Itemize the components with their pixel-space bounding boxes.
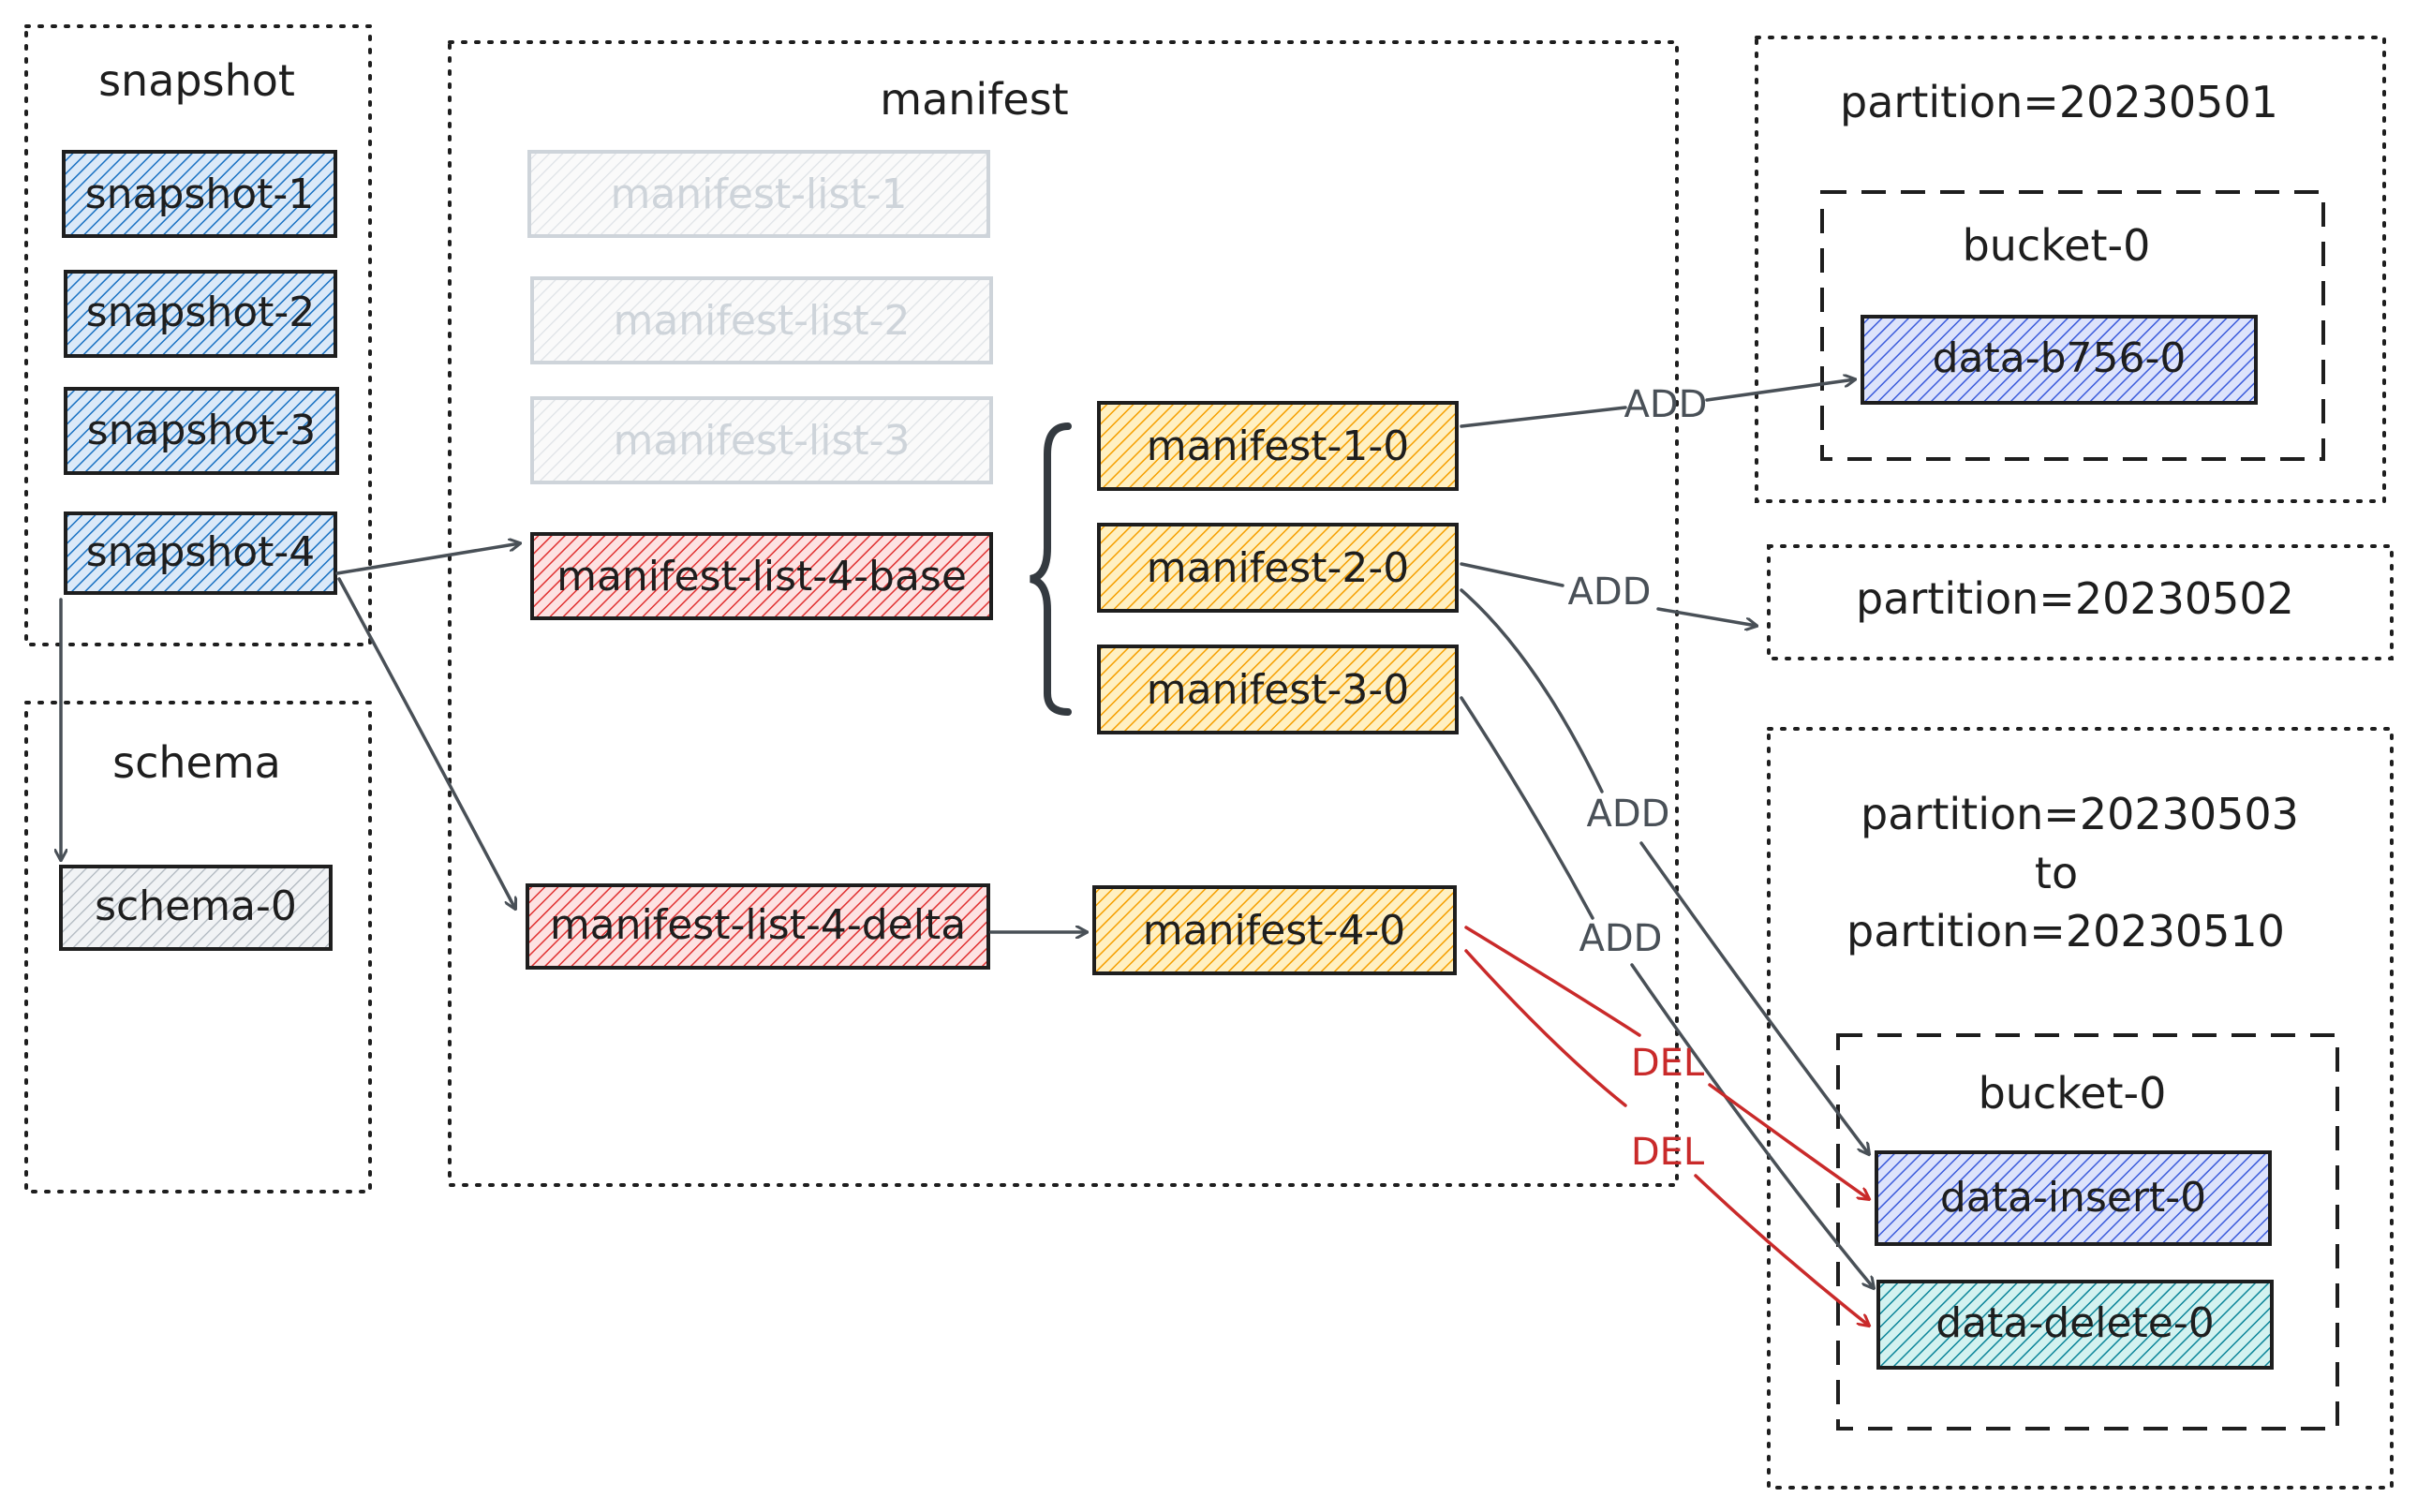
bucket-frames	[1820, 190, 2339, 1430]
partition-3-title-line1: partition=20230503	[1861, 789, 2299, 839]
manifest-group-title: manifest	[880, 74, 1068, 125]
manifest-group-brace	[1029, 422, 1072, 716]
node-snapshot-2[interactable]: snapshot-2	[64, 270, 337, 358]
partition-3-title-line3: partition=20230510	[1846, 906, 2285, 956]
edge-snapshot4-to-base	[335, 543, 520, 575]
node-manifest-list-2[interactable]: manifest-list-2	[530, 276, 993, 364]
edge-label-add-2: ADD	[1568, 571, 1652, 614]
node-manifest-list-3[interactable]: manifest-list-3	[530, 396, 993, 484]
node-schema-0-label: schema-0	[95, 882, 297, 930]
partition-1-group-frame	[1755, 36, 2386, 503]
node-snapshot-3[interactable]: snapshot-3	[64, 387, 339, 475]
node-data-b756-0[interactable]: data-b756-0	[1861, 315, 2258, 405]
node-manifest-list-1-label: manifest-list-1	[610, 170, 907, 218]
edge-manifest1-to-b756-part1	[1460, 406, 1627, 428]
edge-manifest3-to-delete-part2	[1630, 963, 1874, 1288]
partition-3-group-frame	[1767, 727, 2394, 1490]
node-data-insert-0-label: data-insert-0	[1940, 1174, 2206, 1222]
node-manifest-2-0[interactable]: manifest-2-0	[1097, 523, 1459, 613]
node-schema-0[interactable]: schema-0	[59, 865, 333, 951]
edge-manifest4-to-delete-part1	[1464, 949, 1627, 1107]
snapshot-group-title: snapshot	[98, 55, 295, 106]
node-snapshot-3-label: snapshot-3	[87, 407, 317, 454]
node-manifest-3-0[interactable]: manifest-3-0	[1097, 645, 1459, 734]
node-data-delete-0-label: data-delete-0	[1935, 1299, 2214, 1347]
edge-manifest4-to-insert-part1	[1464, 926, 1641, 1037]
node-snapshot-1-label: snapshot-1	[85, 170, 315, 218]
edge-label-add-3: ADD	[1587, 793, 1670, 836]
del-edges	[1464, 926, 1869, 1326]
partition-2-group-frame	[1767, 544, 2394, 660]
bucket-a-title: bucket-0	[1963, 220, 2151, 271]
bucket-a-frame	[1820, 190, 2325, 461]
edge-manifest4-to-delete-part2	[1694, 1174, 1869, 1326]
node-manifest-list-4-base[interactable]: manifest-list-4-base	[530, 532, 993, 620]
node-manifest-list-2-label: manifest-list-2	[613, 297, 910, 345]
group-titles: snapshot schema manifest partition=20230…	[98, 55, 2299, 1119]
snapshot-group-frame	[24, 24, 372, 646]
schema-group-title: schema	[112, 737, 281, 788]
bucket-b-title: bucket-0	[1979, 1068, 2167, 1119]
partition-2-title: partition=20230502	[1856, 573, 2294, 624]
node-snapshot-4[interactable]: snapshot-4	[64, 511, 337, 595]
node-data-delete-0[interactable]: data-delete-0	[1876, 1280, 2274, 1370]
edges	[61, 379, 1874, 1288]
edge-snapshot4-to-delta	[337, 577, 515, 909]
edge-label-add-4: ADD	[1579, 917, 1663, 960]
edge-manifest2-to-insert-part2	[1639, 841, 1869, 1154]
partition-3-title-line2: to	[2035, 848, 2078, 898]
node-snapshot-2-label: snapshot-2	[86, 289, 316, 336]
node-manifest-1-0-label: manifest-1-0	[1147, 422, 1409, 470]
schema-group-frame	[24, 701, 372, 1193]
edge-manifest1-to-b756-part2	[1705, 379, 1855, 402]
node-manifest-list-4-delta-label: manifest-list-4-delta	[550, 901, 966, 949]
partition-1-title: partition=20230501	[1840, 77, 2278, 127]
node-snapshot-4-label: snapshot-4	[86, 528, 316, 576]
edge-label-del-2: DEL	[1631, 1131, 1705, 1174]
edge-label-add-1: ADD	[1624, 383, 1708, 426]
edge-manifest2-to-partition2-part2	[1656, 607, 1757, 626]
node-data-b756-0-label: data-b756-0	[1933, 334, 2187, 382]
node-manifest-1-0[interactable]: manifest-1-0	[1097, 401, 1459, 491]
node-snapshot-1[interactable]: snapshot-1	[62, 150, 337, 238]
edge-manifest2-to-partition2-part1	[1460, 562, 1564, 587]
node-manifest-3-0-label: manifest-3-0	[1147, 666, 1409, 714]
node-manifest-list-4-delta[interactable]: manifest-list-4-delta	[526, 883, 990, 970]
node-manifest-4-0-label: manifest-4-0	[1143, 907, 1405, 955]
edge-manifest3-to-delete-part1	[1460, 696, 1594, 920]
edge-labels: ADD ADD ADD ADD DEL DEL	[1568, 383, 1708, 1174]
edge-manifest2-to-insert-part1	[1460, 588, 1604, 793]
node-manifest-4-0[interactable]: manifest-4-0	[1092, 885, 1457, 975]
node-manifest-list-1[interactable]: manifest-list-1	[527, 150, 990, 238]
bucket-b-frame	[1836, 1033, 2339, 1430]
node-manifest-2-0-label: manifest-2-0	[1147, 544, 1409, 592]
nodes: snapshot-1 snapshot-2 snapshot-3 snapsho…	[59, 150, 2274, 1370]
node-data-insert-0[interactable]: data-insert-0	[1875, 1150, 2272, 1246]
node-manifest-list-3-label: manifest-list-3	[613, 417, 910, 465]
edge-label-del-1: DEL	[1631, 1042, 1705, 1085]
edge-manifest4-to-insert-part2	[1708, 1083, 1869, 1199]
node-manifest-list-4-base-label: manifest-list-4-base	[556, 553, 967, 600]
